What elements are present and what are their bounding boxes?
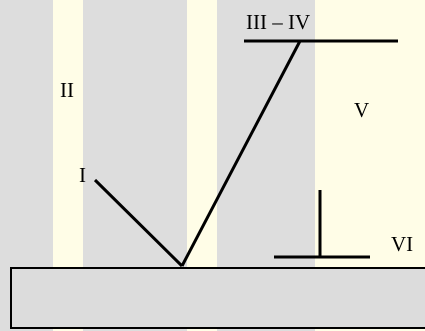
label-region-6: VI	[391, 232, 413, 256]
label-region-3-4: III – IV	[246, 10, 310, 34]
label-region-1: I	[79, 163, 86, 187]
label-region-5: V	[354, 98, 369, 122]
base-block	[10, 267, 425, 329]
ray-i	[93, 178, 184, 268]
label-region-2: II	[60, 78, 74, 102]
ray-iii-iv	[180, 40, 302, 267]
